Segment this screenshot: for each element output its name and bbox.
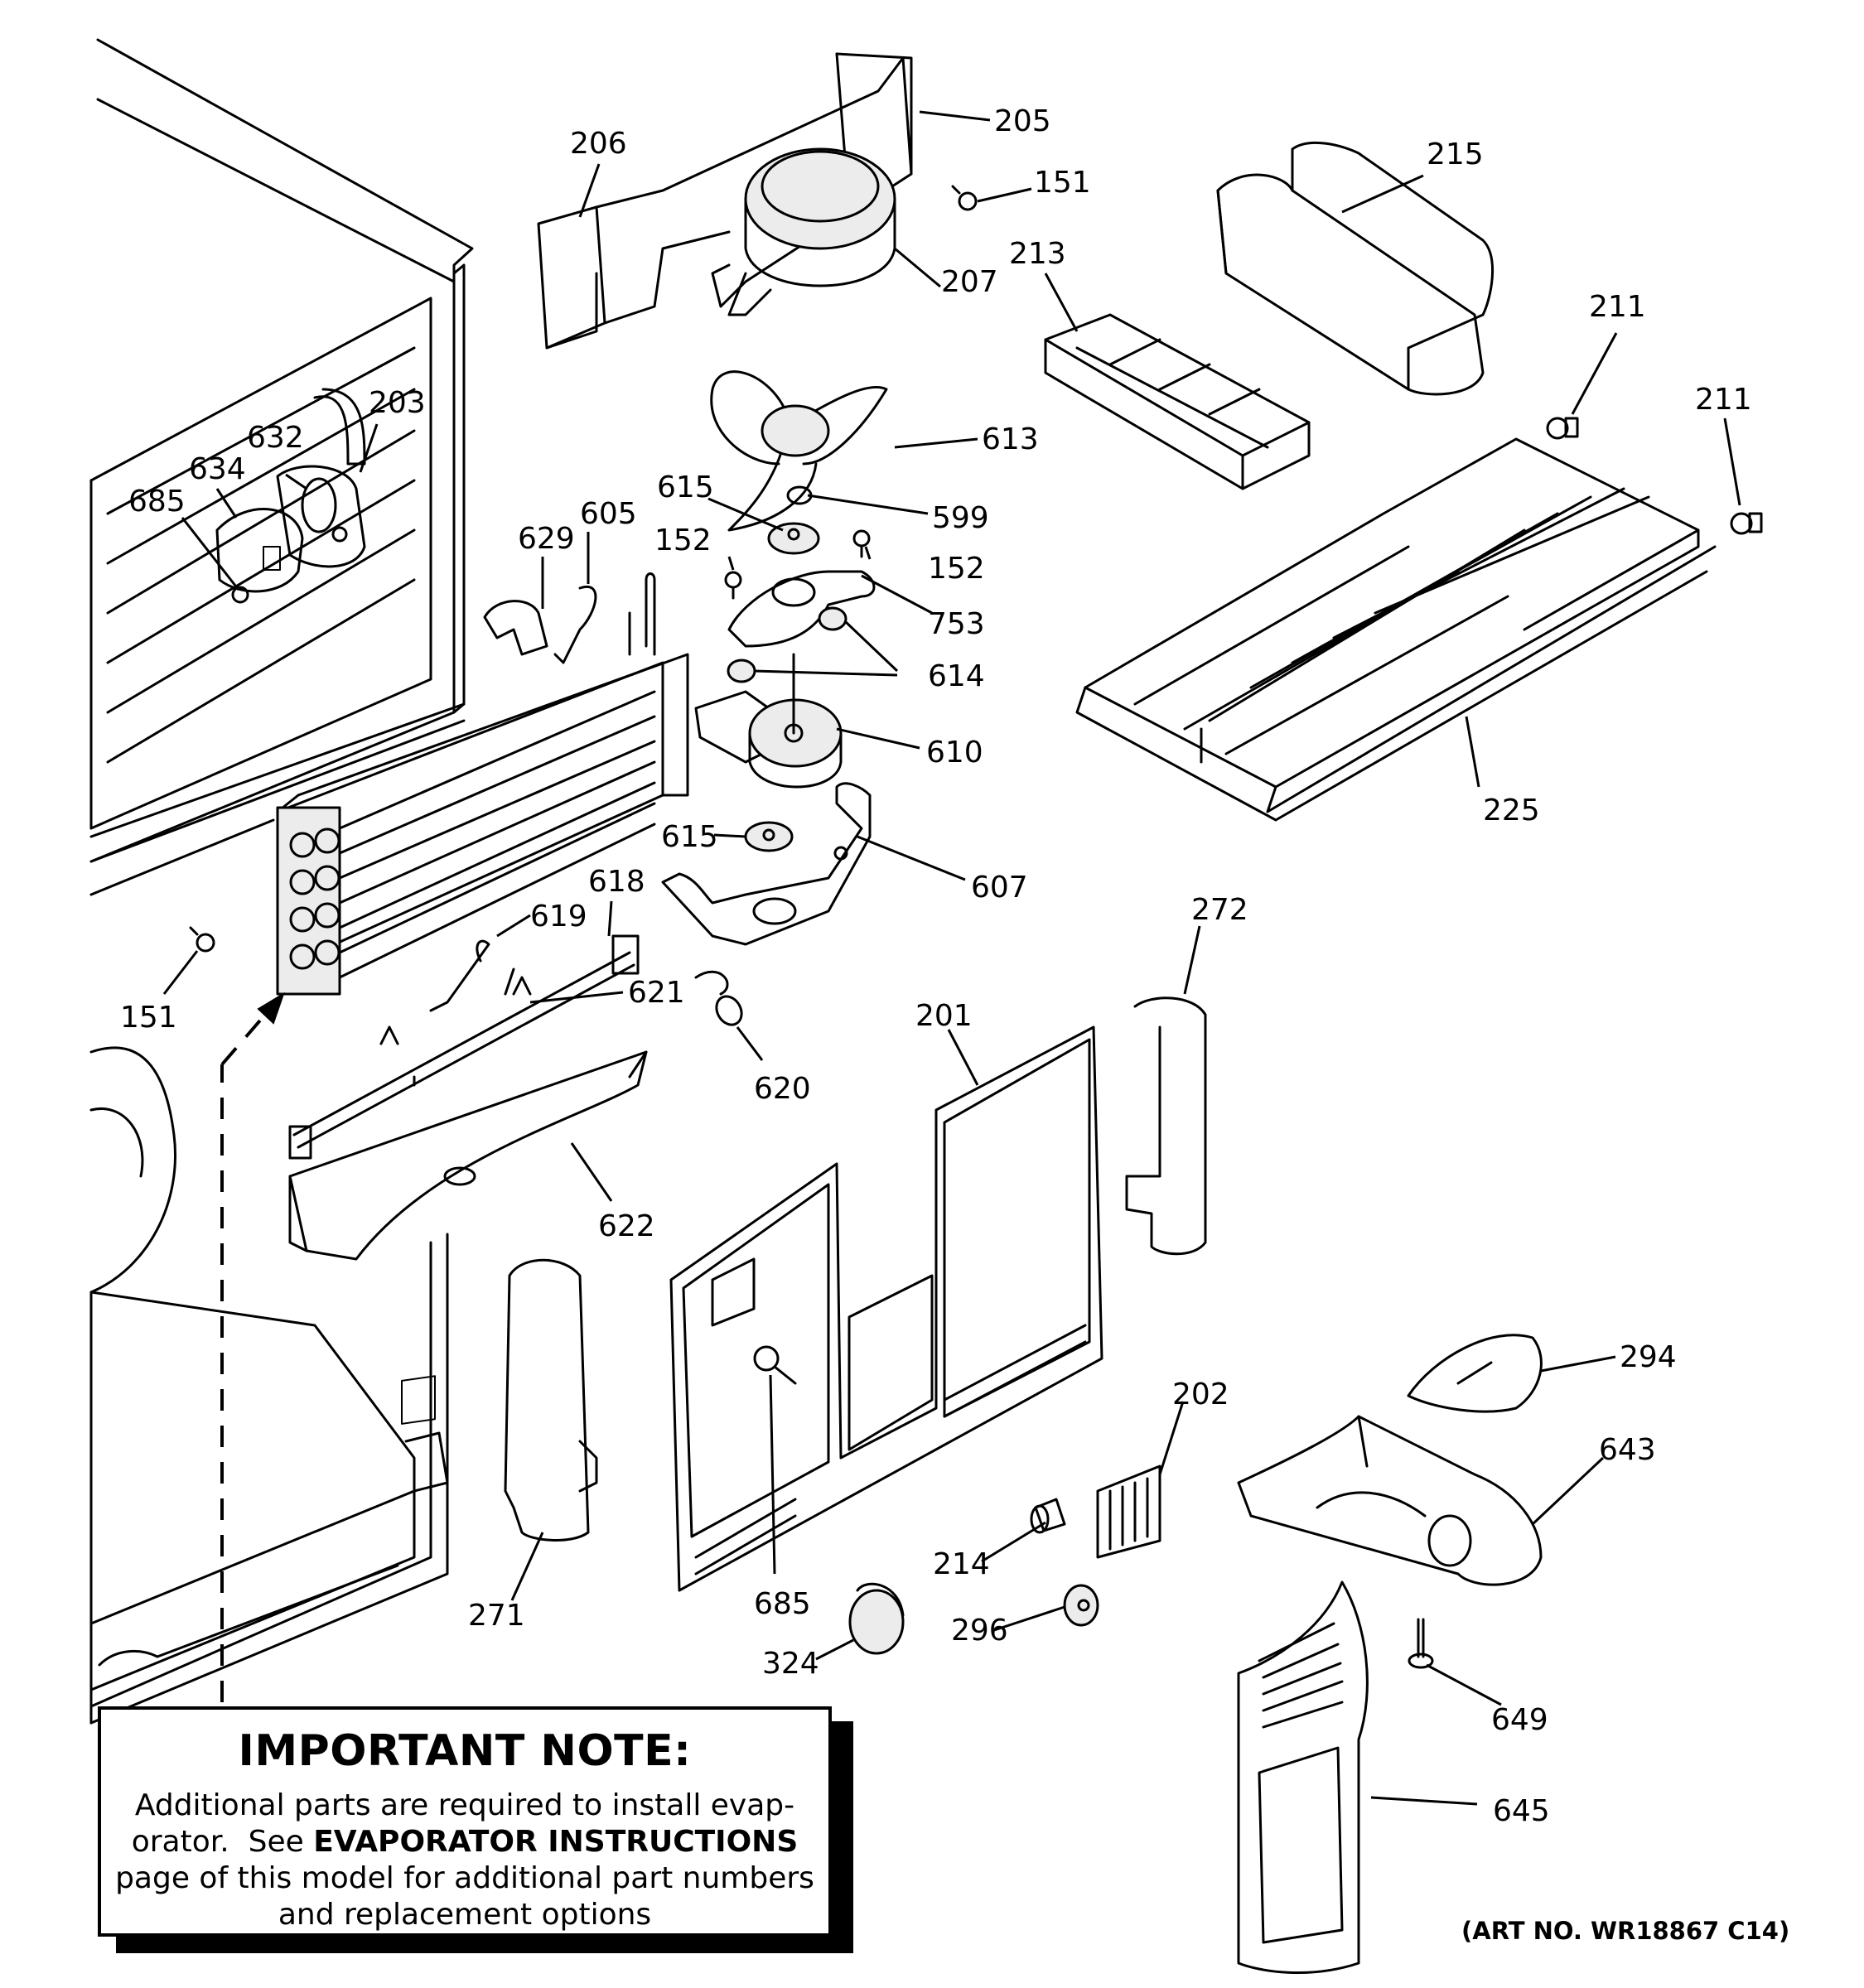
callout-151-left: 151 [120,1001,177,1035]
callout-225: 225 [1483,794,1540,828]
callout-649: 649 [1491,1703,1548,1737]
bracket-753 [727,570,876,648]
callout-271: 271 [468,1599,525,1633]
heater-clip-619 [429,939,515,1012]
evaporator-cover-201 [669,1025,1103,1592]
callout-214: 214 [933,1547,990,1581]
callout-215: 215 [1427,138,1484,171]
note-line-3: page of this model for additional part n… [115,1861,814,1895]
pin-214 [1030,1498,1066,1534]
screw-685-top [231,586,249,604]
callout-211-a: 211 [1589,290,1646,324]
shield-272 [1125,996,1207,1256]
cover-645 [1237,1580,1369,1974]
callout-629: 629 [518,522,575,556]
callout-620: 620 [754,1072,811,1106]
note-line-2-text: orator. See [131,1825,314,1859]
art-number: (ART NO. WR18867 C14) [1461,1917,1790,1945]
shelf-cap-211-b [1730,512,1763,535]
grommet-615-bottom [744,821,794,852]
callout-207: 207 [941,265,998,299]
button-296 [1063,1584,1099,1627]
cover-294 [1407,1334,1543,1413]
fan-blade-613 [710,370,888,532]
shelf-cap-211-a [1546,417,1579,440]
callout-615-bottom: 615 [661,820,718,854]
screw-685-bottom [753,1345,797,1385]
callout-610: 610 [926,736,983,770]
callout-206: 206 [570,127,627,161]
sleeve-629 [483,600,548,656]
drain-trough-622 [288,1050,648,1261]
callout-643: 643 [1599,1433,1656,1467]
callout-618: 618 [588,865,645,899]
callout-296: 296 [951,1614,1008,1648]
screw-649 [1408,1618,1434,1669]
callout-619: 619 [530,900,587,934]
callout-613: 613 [982,422,1039,456]
grommet-615-top [767,522,820,555]
callout-685-bottom: 685 [754,1587,811,1621]
note-line-4: and replacement options [278,1898,652,1932]
thermostat-620 [694,970,743,1026]
leader-lines [162,110,1741,1806]
callout-615-top: 615 [657,470,714,504]
callout-213: 213 [1009,237,1066,271]
fresh-food-cabinet [89,38,474,1725]
note-line-1: Additional parts are required to install… [134,1788,795,1822]
callout-605: 605 [580,497,637,531]
screw-151-top [951,185,978,211]
callout-152-right: 152 [928,552,985,586]
evaporator-instructions-link-text: EVAPORATOR INSTRUCTIONS [313,1825,799,1859]
ice-tray-213 [1044,313,1311,490]
callout-634: 634 [189,452,246,486]
shield-271 [504,1258,598,1542]
cover-643 [1237,1415,1543,1586]
callout-645: 645 [1493,1794,1550,1828]
screw-151-left [189,926,215,953]
light-shield-634 [215,508,304,593]
motor-bracket-607 [661,782,872,946]
nut-599 [786,485,813,505]
note-body: Additional parts are required to install… [101,1788,828,1933]
callout-labels: 205 206 151 207 215 213 211 211 203 632 … [120,104,1752,1828]
callout-272: 272 [1191,893,1248,927]
callout-202: 202 [1172,1378,1229,1411]
callout-753: 753 [928,607,985,641]
tube-203 [313,388,366,466]
callout-324: 324 [762,1647,819,1681]
ice-bucket-ring-207 [727,147,896,316]
evaporator-coil [276,572,689,996]
callout-599: 599 [932,501,989,535]
note-title: IMPORTANT NOTE: [238,1726,692,1776]
defrost-heater-618 [288,934,640,1160]
tube-605 [553,585,597,664]
important-note-box: IMPORTANT NOTE: Additional parts are req… [98,1706,832,1937]
callout-621: 621 [628,976,685,1010]
callout-211-b: 211 [1695,383,1752,417]
heater-clip-621 [379,976,532,1087]
screw-152-left [724,571,742,600]
wire-shelf-225 [1075,437,1717,822]
callout-614: 614 [928,659,985,693]
callout-205: 205 [994,104,1051,138]
callout-201: 201 [915,999,973,1033]
callout-607: 607 [971,871,1028,905]
note-line-2: orator. See EVAPORATOR INSTRUCTIONS [101,1824,828,1860]
callout-622: 622 [598,1209,655,1243]
callout-151-top: 151 [1034,166,1091,200]
dashed-arrow-to-note [220,992,285,1702]
knob-324 [848,1582,905,1655]
screw-152-right [852,529,871,558]
callout-685-top: 685 [128,485,186,519]
callout-294: 294 [1620,1340,1677,1374]
ice-bucket-215 [1216,141,1494,396]
fan-motor-610 [694,653,843,789]
grille-202 [1096,1464,1161,1559]
callout-152-left: 152 [654,524,712,557]
callout-203: 203 [369,386,426,420]
damper-housing-632 [276,465,366,568]
callout-632: 632 [247,421,304,455]
